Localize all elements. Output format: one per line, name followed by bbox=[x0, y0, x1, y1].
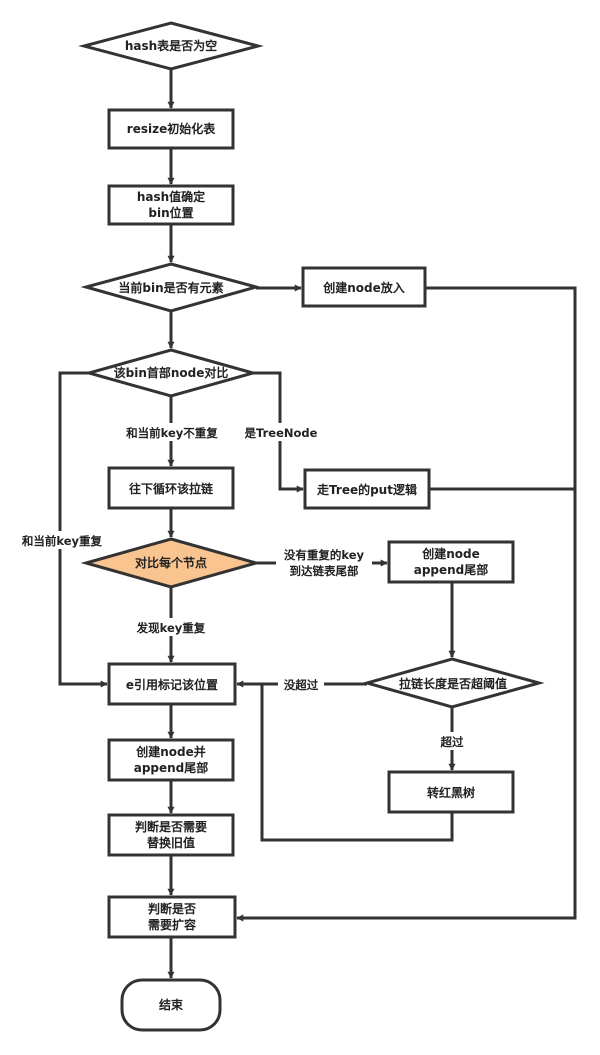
edge-label-not-dup-key: 和当前key不重复 bbox=[126, 426, 218, 440]
label-need-resize-line1: 判断是否 bbox=[148, 901, 196, 916]
label-create-append-line2: append尾部 bbox=[134, 760, 209, 775]
label-create-append-line1: 创建node并 bbox=[135, 744, 206, 759]
label-compare-each: 对比每个节点 bbox=[135, 555, 207, 570]
process-mark-position: e引用标记该位置 bbox=[107, 662, 237, 706]
label-mark-position: e引用标记该位置 bbox=[126, 677, 218, 692]
process-tree-put: 走Tree的put逻辑 bbox=[303, 468, 431, 510]
label-create-node-put: 创建node放入 bbox=[322, 280, 405, 295]
label-hash-bin-line1: hash值确定 bbox=[137, 189, 205, 204]
label-chain-threshold: 拉链长度是否超阈值 bbox=[399, 676, 507, 691]
process-hash-bin: hash值确定 bin位置 bbox=[107, 184, 235, 226]
process-loop-chain: 往下循环该拉链 bbox=[107, 466, 235, 510]
process-replace-old: 判断是否需要 替换旧值 bbox=[107, 813, 235, 857]
edge-label-exceed: 超过 bbox=[440, 735, 464, 749]
edge-label-no-dup-line2: 到达链表尾部 bbox=[290, 564, 359, 578]
label-compare-head: 该bin首部node对比 bbox=[114, 365, 229, 380]
process-create-node-put: 创建node放入 bbox=[301, 266, 427, 308]
decision-bin-has-element: 当前bin是否有元素 bbox=[80, 262, 262, 313]
label-loop-chain: 往下循环该拉链 bbox=[129, 481, 214, 496]
edge-create-node-to-need-resize bbox=[236, 286, 577, 922]
edge-rbtree-loop-back bbox=[260, 684, 454, 842]
label-resize-init: resize初始化表 bbox=[127, 121, 216, 136]
edge-compare-head-to-mark-position bbox=[58, 371, 108, 688]
process-resize-init: resize初始化表 bbox=[107, 108, 235, 150]
label-hash-empty: hash表是否为空 bbox=[125, 38, 217, 53]
label-to-rbtree: 转红黑树 bbox=[427, 785, 475, 800]
label-need-resize-line2: 需要扩容 bbox=[148, 917, 196, 932]
process-to-rbtree: 转红黑树 bbox=[387, 770, 515, 814]
process-need-resize: 判断是否 需要扩容 bbox=[107, 895, 237, 939]
label-replace-old-line1: 判断是否需要 bbox=[135, 819, 207, 834]
terminal-end: 结束 bbox=[120, 978, 222, 1032]
label-end: 结束 bbox=[159, 997, 184, 1012]
label-hash-bin-line2: bin位置 bbox=[148, 205, 193, 220]
edge-label-dup-key: 和当前key重复 bbox=[22, 534, 103, 548]
edge-label-no-dup-line1: 没有重复的key bbox=[284, 548, 365, 562]
decision-compare-each: 对比每个节点 bbox=[80, 537, 262, 589]
decision-compare-head: 该bin首部node对比 bbox=[83, 348, 259, 398]
decision-chain-threshold: 拉链长度是否超阈值 bbox=[361, 657, 545, 709]
process-create-append: 创建node并 append尾部 bbox=[107, 738, 235, 782]
label-replace-old-line2: 替换旧值 bbox=[147, 835, 195, 850]
edge-label-found-dup: 发现key重复 bbox=[136, 621, 206, 635]
process-append-tail: 创建node append尾部 bbox=[387, 540, 515, 584]
edge-label-is-treenode: 是TreeNode bbox=[244, 426, 318, 440]
label-tree-put: 走Tree的put逻辑 bbox=[317, 482, 417, 497]
decision-hash-empty: hash表是否为空 bbox=[78, 21, 264, 71]
label-append-tail-line1: 创建node bbox=[421, 546, 480, 561]
label-bin-has-element: 当前bin是否有元素 bbox=[118, 280, 223, 295]
edge-label-not-exceed: 没超过 bbox=[284, 678, 319, 692]
label-append-tail-line2: append尾部 bbox=[414, 562, 489, 577]
